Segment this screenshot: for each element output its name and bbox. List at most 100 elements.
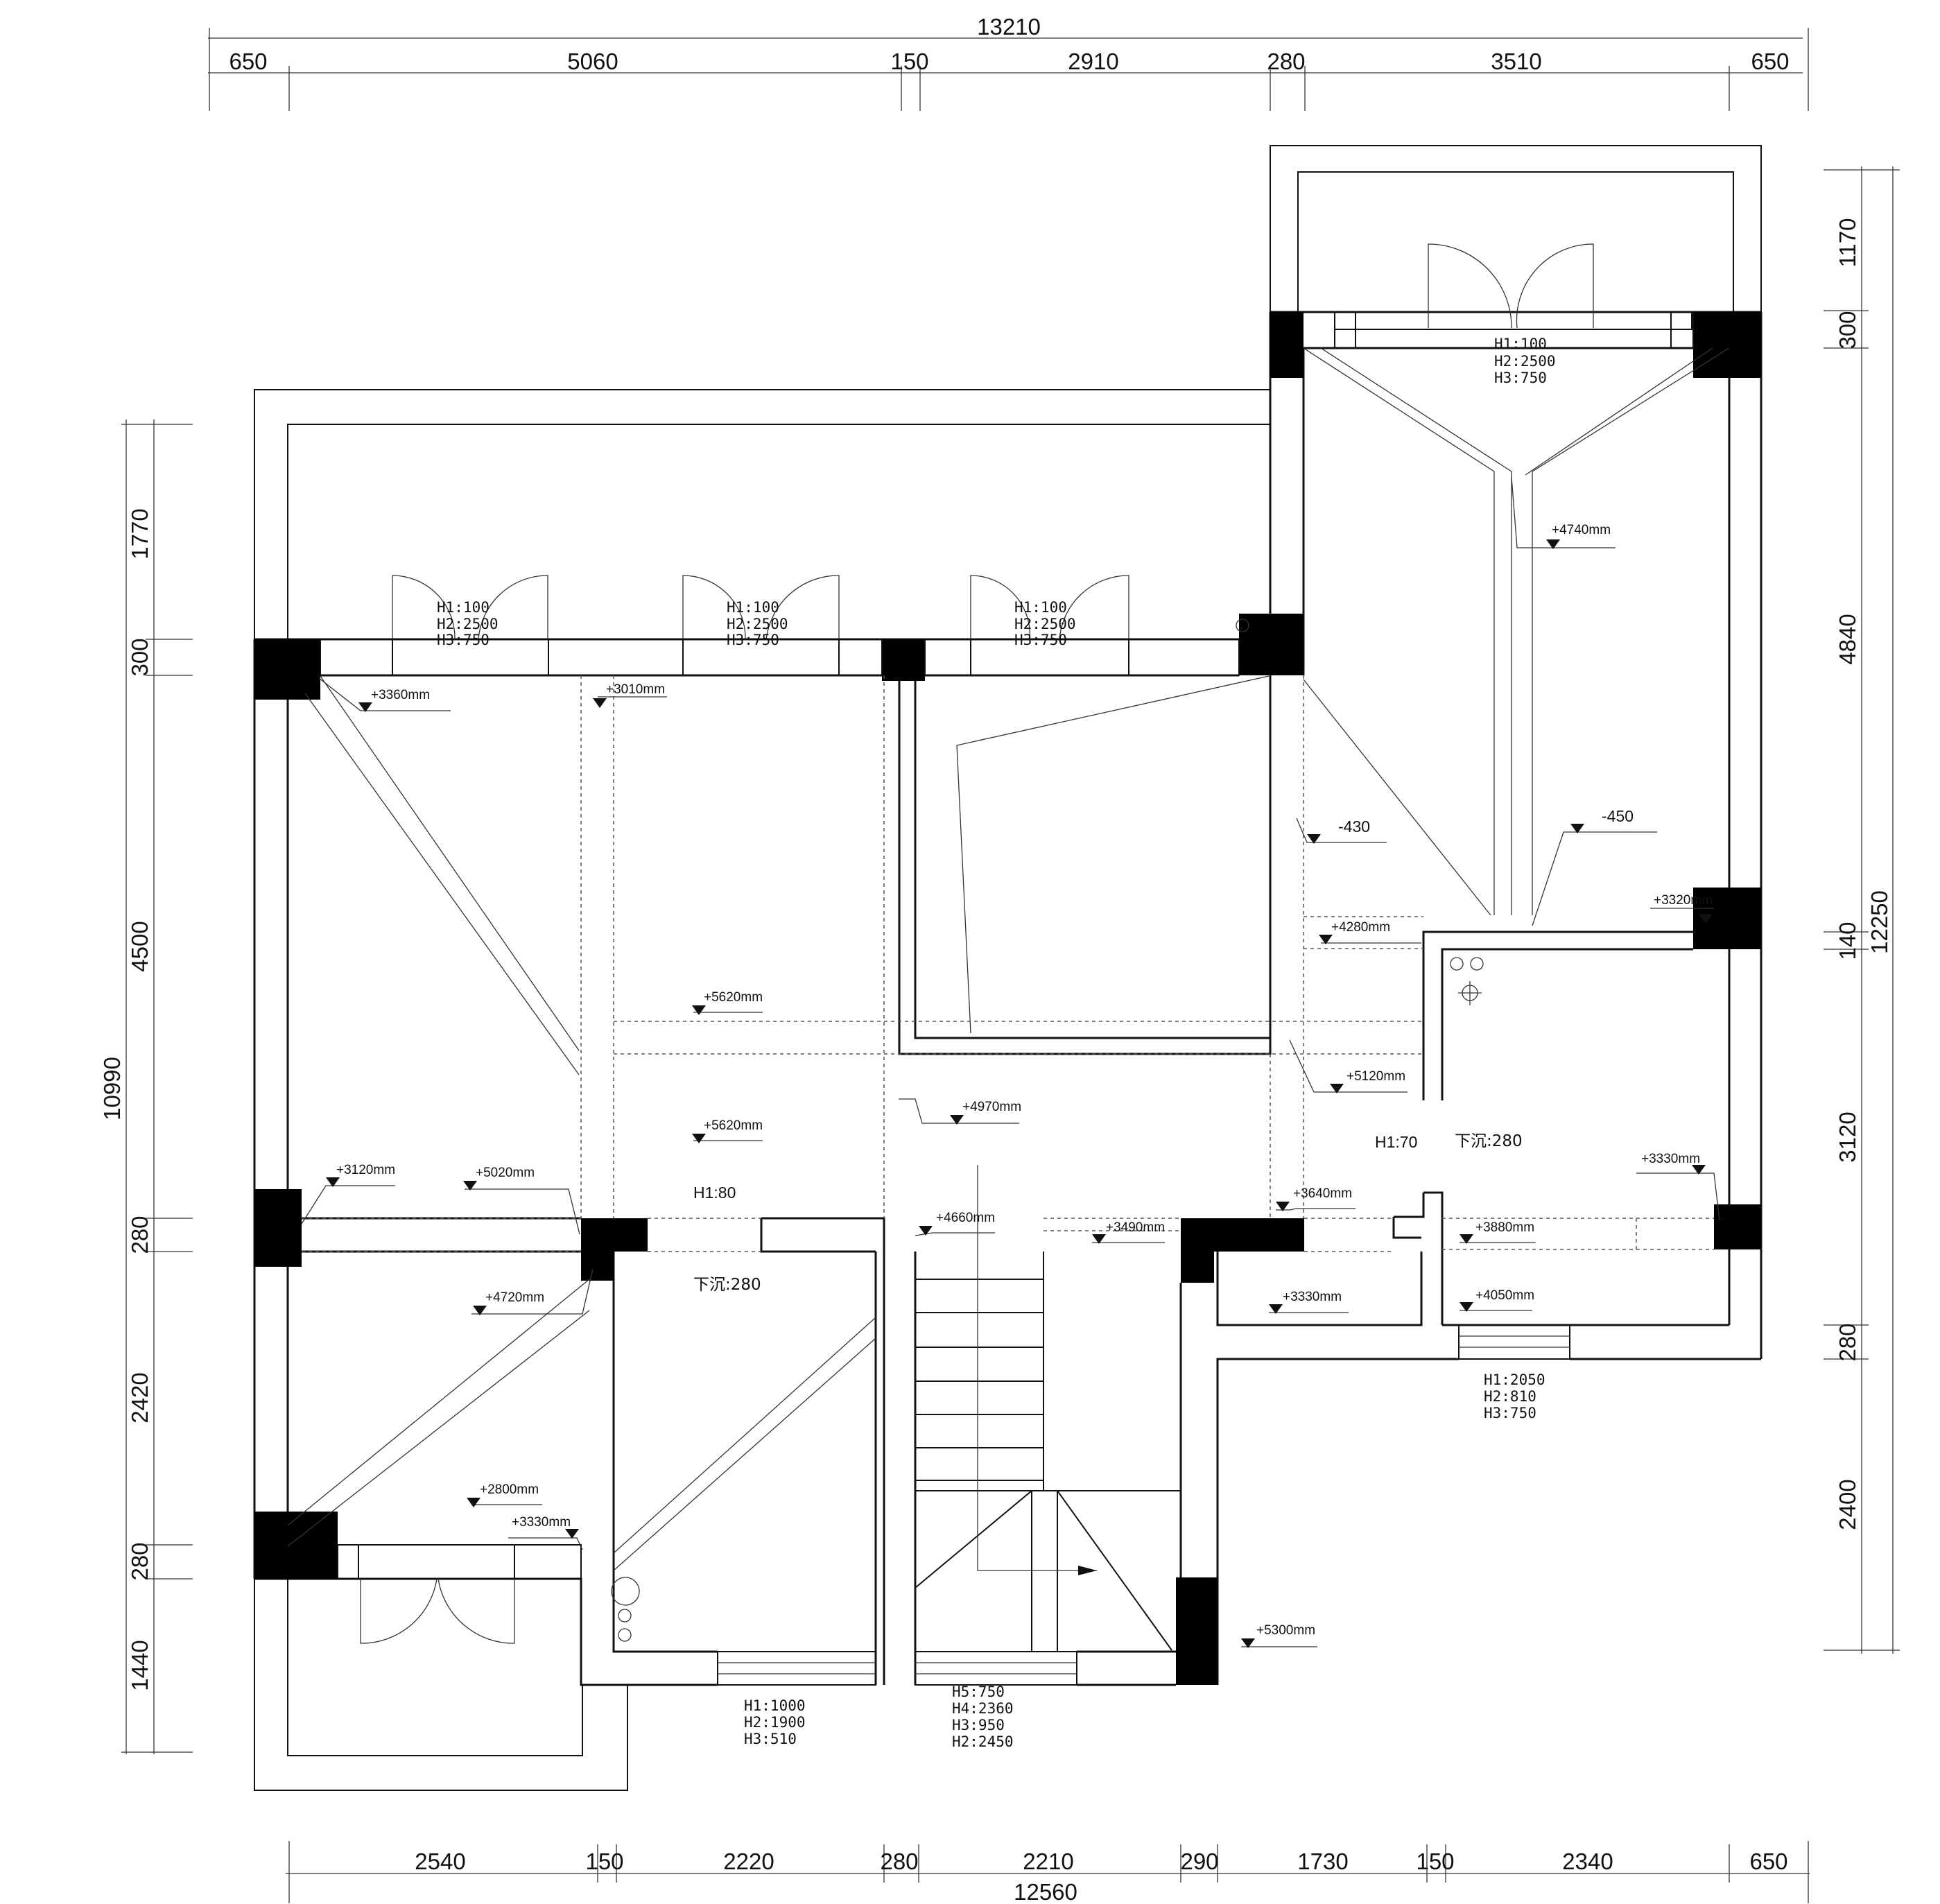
note-door3-h2: H2:2500 xyxy=(1014,616,1076,632)
elevation-marker-5020: +5020mm xyxy=(463,1166,580,1235)
dim-left-5: 2420 xyxy=(127,1372,153,1423)
dim-bottom-total: 12560 xyxy=(1014,1879,1077,1904)
dimension-labels-right: 1170 300 4840 140 3120 280 2400 12250 xyxy=(1835,218,1892,1530)
note-window-bottom-h1: H1:1000 xyxy=(744,1697,806,1714)
elevation-marker-3320: +3320mm xyxy=(1650,893,1714,924)
elevation-marker-4740: +4740mm xyxy=(1511,476,1616,549)
door-swings xyxy=(358,243,1692,1644)
dim-left-3: 4500 xyxy=(127,921,153,971)
dimension-lines xyxy=(121,28,1900,1903)
elevation-marker-3330l: +3330mm xyxy=(508,1515,583,1550)
svg-text:+3490mm: +3490mm xyxy=(1106,1220,1165,1235)
elevation-marker-5620b: +5620mm xyxy=(692,1118,763,1143)
dim-right-2: 300 xyxy=(1835,311,1860,349)
svg-text:+5620mm: +5620mm xyxy=(704,990,763,1005)
elevation-marker-3120: +3120mm xyxy=(301,1163,395,1224)
svg-text:+3010mm: +3010mm xyxy=(606,682,665,697)
svg-text:+4970mm: +4970mm xyxy=(962,1100,1021,1114)
note-door3-h1: H1:100 xyxy=(1014,599,1067,616)
elevation-marker-4050: +4050mm xyxy=(1460,1288,1534,1312)
svg-text:+5020mm: +5020mm xyxy=(476,1166,535,1180)
svg-text:-430: -430 xyxy=(1338,817,1370,836)
label-sunken-right: 下沉:280 xyxy=(1455,1132,1523,1150)
balcony-top-left xyxy=(254,389,1270,639)
elevation-marker-4970: +4970mm xyxy=(899,1098,1021,1125)
elevation-marker-5120: +5120mm xyxy=(1289,1039,1408,1093)
svg-text:+2800mm: +2800mm xyxy=(480,1482,539,1497)
elevation-marker-4280: +4280mm xyxy=(1319,920,1421,944)
opening-notes: H1:100 H2:2500 H3:750 H1:100 H2:2500 H3:… xyxy=(437,336,1556,1750)
svg-text:+3330mm: +3330mm xyxy=(512,1515,571,1530)
note-window-right-h3: H3:750 xyxy=(1484,1405,1536,1421)
elevation-marker-4660: +4660mm xyxy=(915,1211,995,1236)
elevation-marker-3330r: +3330mm xyxy=(1636,1152,1720,1221)
dim-right-1: 1170 xyxy=(1835,218,1860,268)
svg-text:+4050mm: +4050mm xyxy=(1475,1288,1534,1303)
label-sunken-left: 下沉:280 xyxy=(693,1276,761,1294)
note-door1-h2: H2:2500 xyxy=(437,616,499,632)
note-balcony-h2: H2:2500 xyxy=(1494,353,1556,370)
walls xyxy=(253,311,1763,1686)
dim-right-4: 140 xyxy=(1835,921,1860,960)
dim-bottom-5: 2210 xyxy=(1023,1849,1073,1874)
dim-left-1: 1770 xyxy=(127,508,153,559)
svg-text:+3330mm: +3330mm xyxy=(1641,1152,1700,1166)
dimension-labels-top: 13210 650 5060 150 2910 280 3510 650 xyxy=(229,14,1789,74)
note-window-bottom-h3: H3:510 xyxy=(744,1731,797,1747)
note-window-right-h2: H2:810 xyxy=(1484,1388,1536,1405)
stairs xyxy=(915,1165,1181,1652)
note-balcony-h3: H3:750 xyxy=(1494,370,1547,386)
dim-bottom-6: 290 xyxy=(1180,1849,1218,1874)
room-labels: H1:80 H1:70 下沉:280 下沉:280 xyxy=(693,1132,1523,1294)
dim-top-4: 2910 xyxy=(1068,49,1118,74)
dim-bottom-3: 2220 xyxy=(723,1849,774,1874)
elevation-marker-3880: +3880mm xyxy=(1460,1220,1536,1244)
dim-right-3: 4840 xyxy=(1835,614,1860,664)
note-stair-window-h3: H3:950 xyxy=(952,1717,1005,1733)
note-door3-h3: H3:750 xyxy=(1014,632,1067,648)
svg-text:+5300mm: +5300mm xyxy=(1256,1623,1315,1638)
elevation-marker-3010: +3010mm xyxy=(593,682,667,708)
dimension-labels-bottom: 2540 150 2220 280 2210 290 1730 150 2340… xyxy=(415,1849,1787,1904)
dim-bottom-7: 1730 xyxy=(1297,1849,1348,1874)
windows xyxy=(320,311,1694,1686)
elevation-marker-minus450: -450 xyxy=(1532,807,1657,926)
note-window-bottom-h2: H2:1900 xyxy=(744,1714,806,1731)
balcony-bottom-left xyxy=(254,1579,628,1791)
dim-right-total: 12250 xyxy=(1867,890,1892,954)
balcony-top-right xyxy=(1270,145,1762,312)
elevation-marker-2800: +2800mm xyxy=(467,1482,542,1507)
svg-text:+3360mm: +3360mm xyxy=(371,688,430,702)
svg-text:+4280mm: +4280mm xyxy=(1331,920,1390,935)
dim-top-2: 5060 xyxy=(567,49,618,74)
dim-left-7: 1440 xyxy=(127,1640,153,1690)
dim-bottom-9: 2340 xyxy=(1562,1849,1613,1874)
dim-right-7: 2400 xyxy=(1835,1479,1860,1530)
label-h1-80: H1:80 xyxy=(693,1184,736,1202)
svg-text:+4720mm: +4720mm xyxy=(485,1290,544,1305)
elevation-marker-4720: +4720mm xyxy=(471,1268,594,1315)
svg-text:+3320mm: +3320mm xyxy=(1654,893,1713,908)
elevation-marker-5300: +5300mm xyxy=(1241,1623,1317,1648)
label-h1-70: H1:70 xyxy=(1375,1133,1417,1151)
dim-top-6: 3510 xyxy=(1491,49,1541,74)
dimension-labels-left: 1770 300 4500 280 2420 280 1440 10990 xyxy=(99,508,153,1690)
dim-bottom-2: 150 xyxy=(585,1849,623,1874)
columns xyxy=(254,312,1761,1685)
dim-bottom-1: 2540 xyxy=(415,1849,465,1874)
dim-left-total: 10990 xyxy=(99,1057,125,1120)
dim-top-3: 150 xyxy=(890,49,928,74)
note-door2-h2: H2:2500 xyxy=(727,616,788,632)
dim-left-6: 280 xyxy=(127,1542,153,1580)
dim-top-1: 650 xyxy=(229,49,267,74)
svg-text:+3330mm: +3330mm xyxy=(1283,1290,1342,1304)
svg-text:+3640mm: +3640mm xyxy=(1293,1186,1352,1201)
svg-text:+5620mm: +5620mm xyxy=(704,1118,763,1133)
elevation-marker-3640: +3640mm xyxy=(1276,1186,1356,1211)
dim-top-5: 280 xyxy=(1267,49,1305,74)
elevation-marker-3330m: +3330mm xyxy=(1269,1290,1349,1314)
elevation-marker-minus430: -430 xyxy=(1296,817,1387,844)
dim-bottom-10: 650 xyxy=(1749,1849,1787,1874)
svg-text:+3120mm: +3120mm xyxy=(336,1163,395,1177)
note-door1-h3: H3:750 xyxy=(437,632,490,648)
